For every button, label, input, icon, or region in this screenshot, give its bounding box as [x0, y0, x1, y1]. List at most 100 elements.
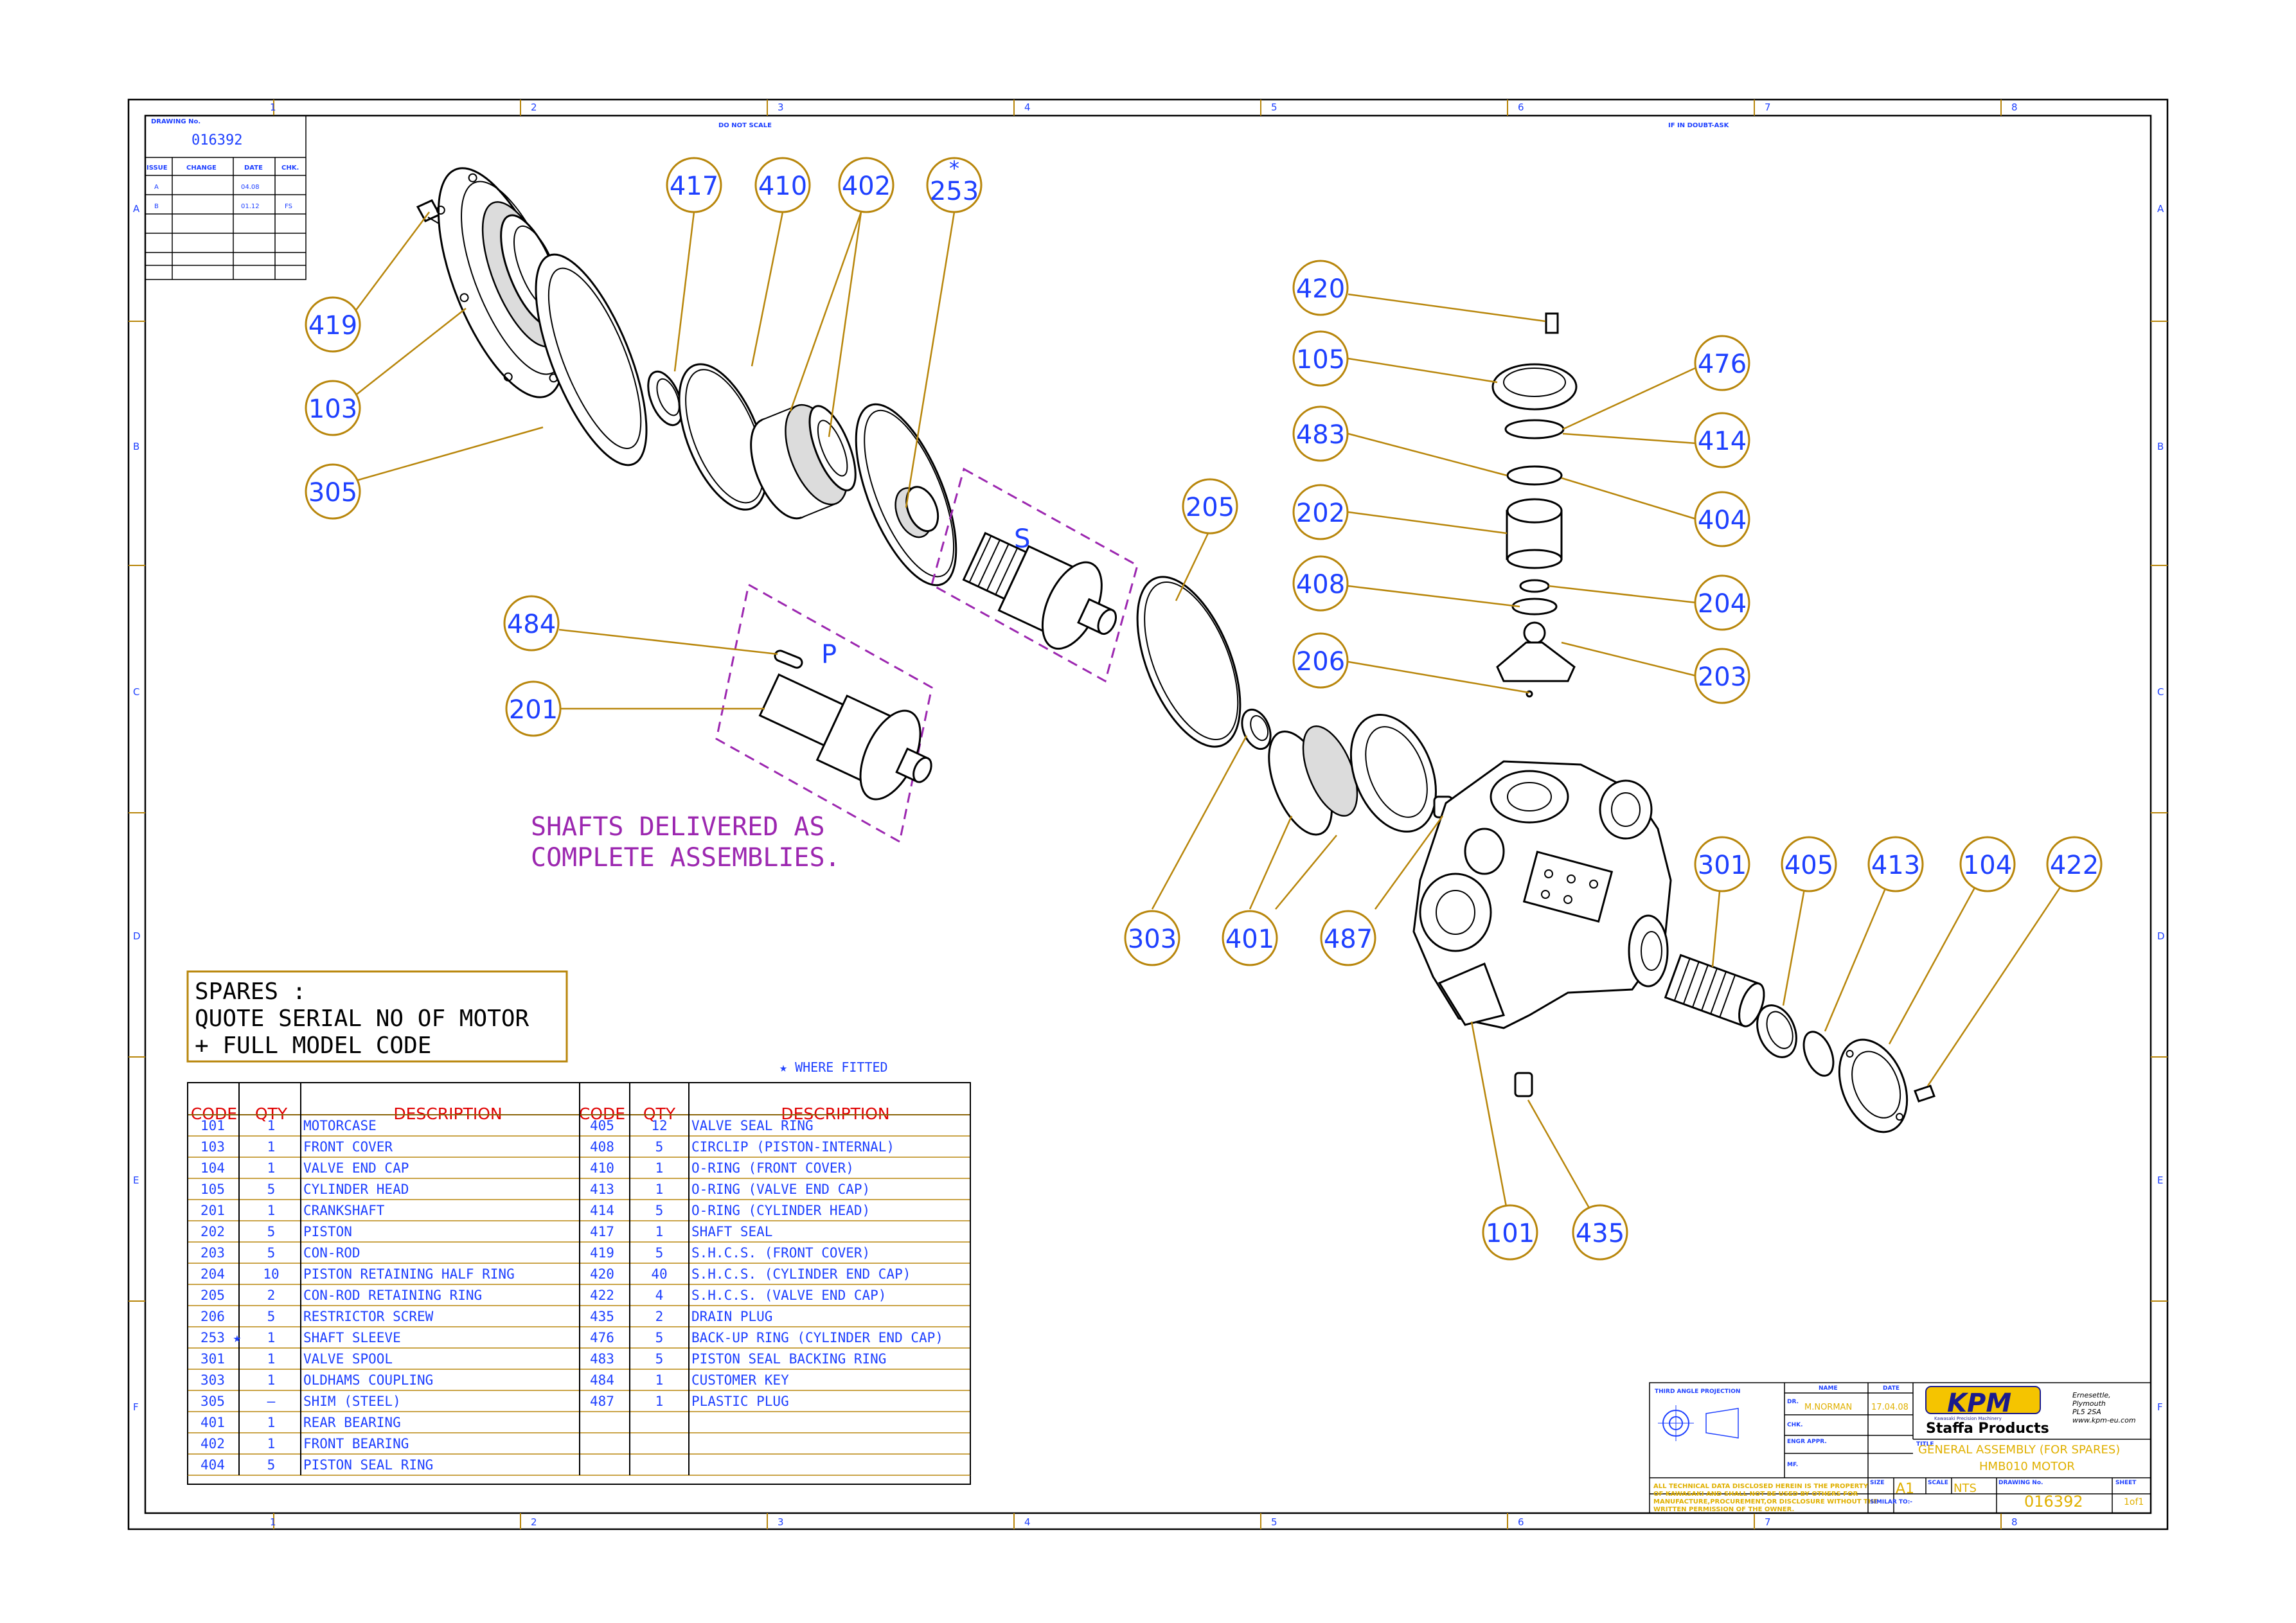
- bom-cell-description: DRAIN PLUG: [691, 1309, 772, 1324]
- bom-cell-code: 419: [590, 1245, 614, 1261]
- kpm-logo-text: KPM: [1947, 1388, 2011, 1418]
- bom-cell-description: CRANKSHAFT: [303, 1203, 385, 1218]
- company-name: Staffa Products: [1926, 1421, 2049, 1437]
- balloon-483-label: 483: [1296, 420, 1345, 450]
- bom-header-qty-2: QTY: [643, 1104, 676, 1123]
- shaft-sleeve-253: [855, 403, 957, 587]
- balloon-417-label: 417: [670, 172, 718, 201]
- bom-cell-description: PISTON SEAL BACKING RING: [691, 1351, 886, 1367]
- bom-cell-code: 305: [200, 1394, 225, 1409]
- bom-cell-description: VALVE SPOOL: [303, 1351, 393, 1367]
- revision-header-chk: CHK.: [281, 164, 299, 172]
- bom-cell-code: 483: [590, 1351, 614, 1367]
- bom-header-description: DESCRIPTION: [393, 1104, 502, 1123]
- shaft-seal-417: [647, 370, 683, 427]
- disclaimer-line-1: ALL TECHNICAL DATA DISCLOSED HEREIN IS T…: [1653, 1483, 1869, 1490]
- bom-cell-qty: 12: [651, 1118, 667, 1133]
- balloon-103-label: 103: [308, 395, 357, 424]
- balloon-410-label: 410: [758, 172, 807, 201]
- bom-cell-description: CIRCLIP (PISTON-INTERNAL): [691, 1139, 894, 1155]
- balloon-101-label: 101: [1486, 1219, 1535, 1248]
- drawing-title-line-2: HMB010 MOTOR: [1979, 1460, 2075, 1473]
- balloon-476: 476: [1694, 335, 1750, 391]
- balloon-301-label: 301: [1698, 851, 1747, 880]
- zone-col-6-bottom: 6: [1518, 1516, 1524, 1528]
- balloon-303-label: 303: [1128, 925, 1177, 954]
- bill-of-materials: CODE QTY DESCRIPTION CODE QTY DESCRIPTIO…: [187, 1082, 971, 1485]
- projection-label: THIRD ANGLE PROJECTION: [1655, 1388, 1740, 1395]
- bom-cell-description: REAR BEARING: [303, 1415, 401, 1430]
- bom-cell-code: 402: [200, 1436, 225, 1451]
- oldhams-coupling-303: [1241, 708, 1272, 750]
- zone-row-f-right: F: [2157, 1401, 2163, 1413]
- bom-cell-qty: 5: [655, 1203, 664, 1218]
- cylinder-head-stack: [1491, 312, 1578, 698]
- zone-row-a-right: A: [2157, 203, 2164, 215]
- drawn-date: 17.04.08: [1871, 1403, 1909, 1412]
- bom-cell-qty: 5: [655, 1351, 664, 1367]
- bom-cell-qty: 2: [267, 1288, 276, 1303]
- revision-row-issue: B: [154, 203, 159, 210]
- balloon-410: 410: [754, 157, 811, 213]
- revision-row-date: 01.12: [241, 203, 260, 210]
- bom-cell-code: 103: [200, 1139, 225, 1155]
- bom-cell-description: VALVE END CAP: [303, 1160, 409, 1176]
- drawing-scale: NTS: [1953, 1482, 1977, 1495]
- checked-label: CHK.: [1787, 1422, 1803, 1428]
- drawing-title-line-1: GENERAL ASSEMBLY (FOR SPARES): [1918, 1443, 2120, 1457]
- zone-col-1: 1: [270, 102, 276, 113]
- address-line-4: www.kpm-eu.com: [2072, 1416, 2136, 1424]
- address-line-1: Ernesettle,: [2072, 1391, 2111, 1399]
- bom-cell-code: 417: [590, 1224, 614, 1239]
- bom-cell-qty: 1: [267, 1351, 276, 1367]
- bom-cell-qty: 10: [263, 1266, 279, 1282]
- disclaimer-line-4: WRITTEN PERMISSION OF THE OWNER.: [1653, 1506, 1794, 1513]
- shafts-note-line-1: SHAFTS DELIVERED AS: [531, 812, 825, 842]
- where-fitted-note: ★ WHERE FITTED: [779, 1060, 888, 1075]
- piston-seal-ring-404: [1506, 465, 1563, 486]
- balloon-205: 205: [1182, 478, 1238, 535]
- zone-row-a: A: [133, 203, 140, 215]
- bom-cell-code: 204: [200, 1266, 225, 1282]
- engineer-approval-label: ENGR APPR.: [1787, 1439, 1827, 1445]
- zone-row-d-right: D: [2157, 930, 2165, 942]
- address-line-3: PL5 2SA: [2072, 1408, 2101, 1416]
- zone-col-7: 7: [1765, 102, 1771, 113]
- balloon-301: 301: [1694, 836, 1750, 892]
- zone-row-b: B: [133, 441, 139, 452]
- name-label: NAME: [1819, 1385, 1838, 1392]
- balloon-413: 413: [1867, 836, 1924, 892]
- bom-cell-description: PISTON: [303, 1224, 352, 1239]
- zone-col-2: 2: [531, 102, 537, 113]
- zone-col-4-bottom: 4: [1024, 1516, 1031, 1528]
- drawing-number: 016392: [2024, 1493, 2083, 1511]
- shaft-assembly-s: S: [930, 467, 1139, 683]
- balloon-105: 105: [1292, 330, 1349, 387]
- balloon-419-label: 419: [308, 311, 357, 341]
- balloon-487-label: 487: [1324, 925, 1373, 954]
- con-rod-203: [1496, 621, 1576, 682]
- balloon-487: 487: [1320, 910, 1376, 966]
- balloon-201: 201: [505, 680, 562, 737]
- piston-202: [1506, 498, 1563, 569]
- valve-end-parts: [1514, 953, 1936, 1133]
- balloon-405-label: 405: [1784, 851, 1833, 880]
- zone-col-5-bottom: 5: [1271, 1516, 1277, 1528]
- balloon-201-label: 201: [509, 695, 558, 725]
- balloon-204: 204: [1694, 574, 1750, 631]
- leader-lines: [350, 211, 2077, 1228]
- cylinder-head-105: [1491, 363, 1578, 411]
- balloon-305-label: 305: [308, 478, 357, 508]
- zone-col-1-bottom: 1: [270, 1516, 276, 1528]
- bom-cell-code: 101: [200, 1118, 225, 1133]
- bom-cell-qty: 1: [267, 1415, 276, 1430]
- bom-cell-qty: 5: [655, 1139, 664, 1155]
- balloon-408-label: 408: [1296, 570, 1345, 599]
- balloon-206-label: 206: [1296, 647, 1345, 677]
- do-not-scale-note: DO NOT SCALE: [718, 122, 772, 129]
- bom-cell-code: 206: [200, 1309, 225, 1324]
- bom-cell-code: 413: [590, 1182, 614, 1197]
- bom-cell-description: CUSTOMER KEY: [691, 1372, 789, 1388]
- bom-cell-description: S.H.C.S. (CYLINDER END CAP): [691, 1266, 911, 1282]
- balloon-404-label: 404: [1698, 506, 1747, 535]
